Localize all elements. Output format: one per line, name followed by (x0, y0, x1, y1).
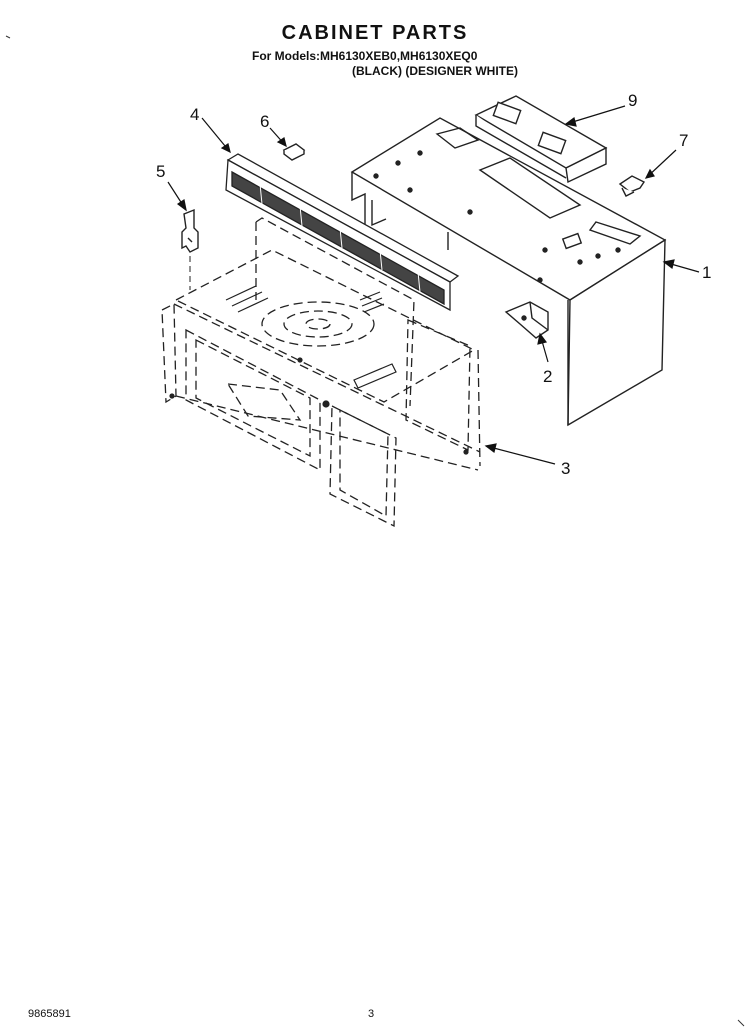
part-side-bracket (504, 301, 549, 339)
models-line: For Models:MH6130XEB0,MH6130XEQ0 (252, 49, 478, 63)
document-number: 9865891 (28, 1008, 71, 1020)
part-cavity-frame (161, 217, 481, 528)
callout-1: 1 (702, 263, 711, 282)
corner-mark-bottom (737, 1019, 745, 1027)
callout-5: 5 (156, 162, 165, 181)
callout-6: 6 (260, 112, 269, 131)
callout-2: 2 (543, 367, 552, 386)
part-cabinet-wrapper (350, 117, 667, 427)
cavity-details (169, 285, 469, 455)
callout-9: 9 (628, 91, 637, 110)
callout-7: 7 (679, 131, 688, 150)
part-hinge-bracket (181, 208, 199, 253)
page-number: 3 (368, 1008, 375, 1020)
finish-line: (BLACK) (DESIGNER WHITE) (352, 64, 518, 78)
corner-mark (5, 35, 11, 39)
callout-3: 3 (561, 459, 570, 478)
part-clip-right (618, 175, 646, 197)
page-title: CABINET PARTS (281, 22, 469, 44)
part-clip-top (282, 143, 306, 161)
callout-4: 4 (190, 105, 199, 124)
part-vent-grille (225, 153, 460, 312)
part-top-bracket (474, 95, 608, 184)
callout-leaders (167, 105, 700, 465)
